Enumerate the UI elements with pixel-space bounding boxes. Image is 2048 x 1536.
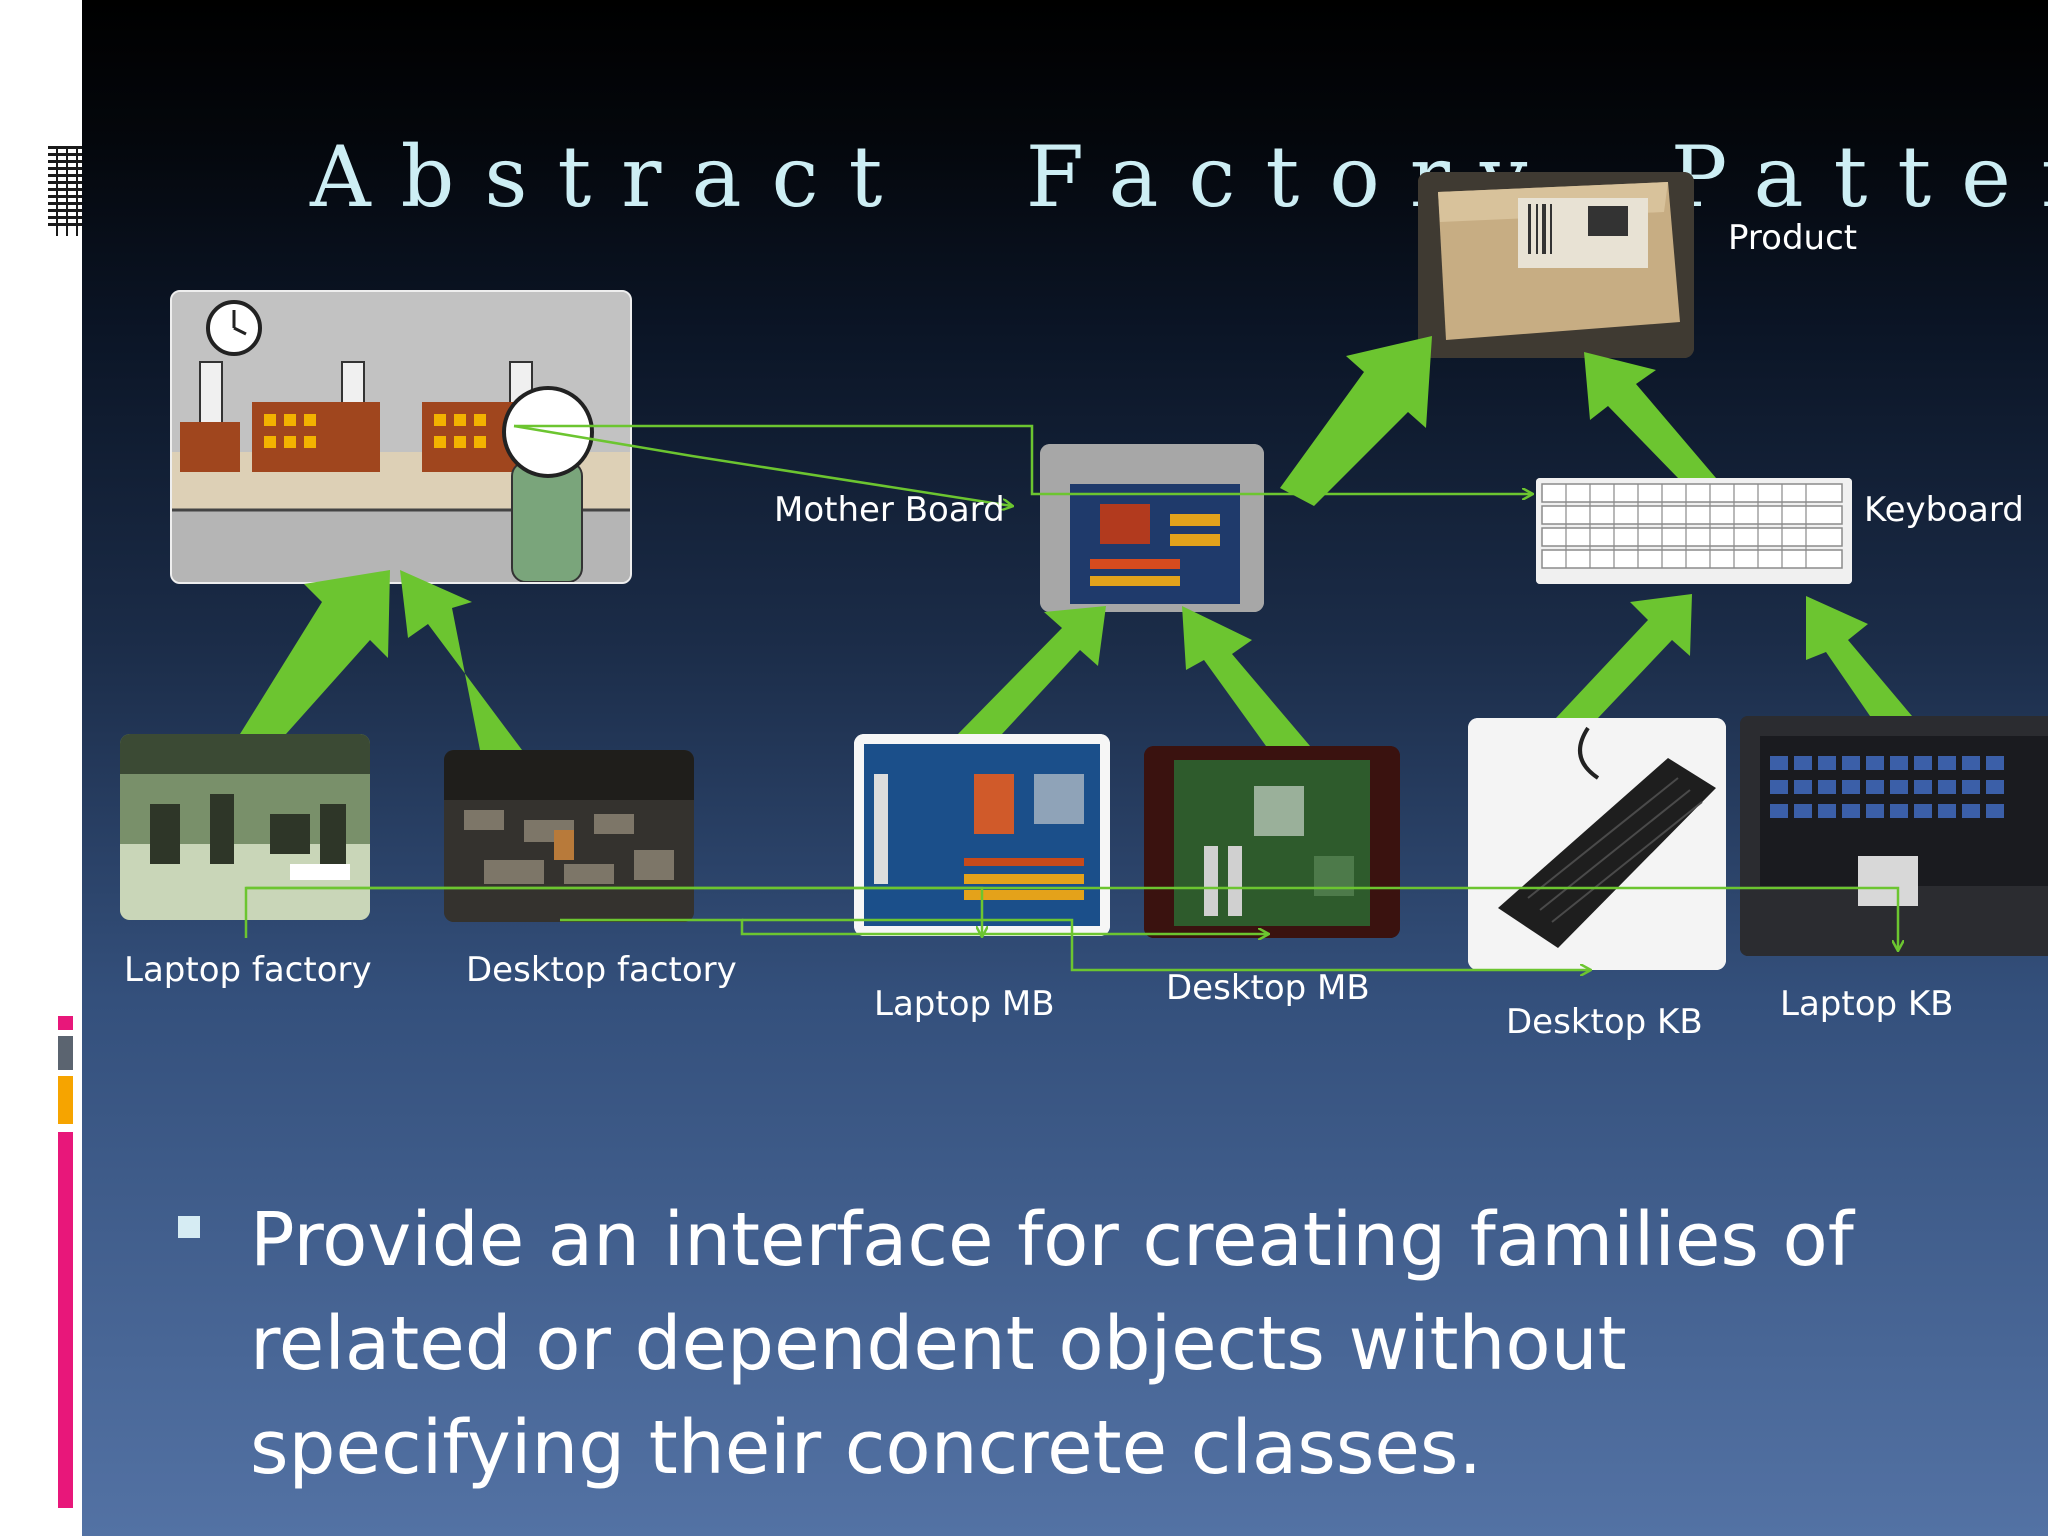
accent-bar-pink [58, 1132, 73, 1508]
laptop-kb-image [1740, 716, 2048, 956]
accent-bar-orange [58, 1076, 73, 1124]
block-arrow-laptop-kb-to-kb [1806, 596, 1912, 716]
label-laptop-factory: Laptop factory [124, 950, 372, 990]
desktop-mb-image [1144, 746, 1400, 938]
block-arrow-laptop-factory-to-factory [240, 570, 390, 734]
label-desktop-kb: Desktop KB [1506, 1002, 1703, 1042]
block-arrow-keyboard-to-product [1584, 352, 1716, 478]
diagram-arrows [240, 336, 1912, 1536]
factory-cartoon-image [170, 290, 632, 584]
label-laptop-mb: Laptop MB [874, 984, 1055, 1024]
desktop-factory-image [444, 750, 694, 922]
accent-bar-pink-small [58, 1016, 73, 1030]
line-laptop-factory-to-laptop-kb [246, 886, 1898, 950]
label-product: Product [1728, 218, 1858, 258]
block-arrow-laptop-mb-to-mb [958, 606, 1106, 734]
keyboard-image [1536, 478, 1852, 584]
bullet-square-icon [178, 1216, 200, 1238]
block-arrow-desktop-mb-to-mb [1182, 606, 1310, 746]
block-arrow-mb-to-product [1280, 336, 1432, 506]
line-factory-to-keyboard [514, 424, 1532, 494]
line-desktop-factory-to-desktop-kb [742, 918, 1590, 970]
desktop-kb-image [1468, 718, 1726, 970]
product-box-image [1418, 172, 1694, 358]
line-laptop-factory-to-laptop-mb [244, 886, 982, 938]
accent-bar-gray [58, 1036, 73, 1070]
label-laptop-kb: Laptop KB [1780, 984, 1954, 1024]
block-arrow-desktop-factory-to-factory [400, 570, 522, 750]
grille-decoration [48, 146, 82, 236]
label-mother-board: Mother Board [774, 490, 1005, 530]
label-keyboard: Keyboard [1864, 490, 2024, 530]
label-desktop-factory: Desktop factory [466, 950, 737, 990]
line-factory-to-motherboard [513, 424, 1012, 506]
line-desktop-factory-to-desktop-mb [560, 918, 1268, 934]
bullet-text: Provide an interface for creating famili… [250, 1197, 1854, 1491]
left-strip [0, 0, 82, 1536]
slide: Abstract Factory Pattern [82, 0, 2048, 1536]
block-arrow-desktop-kb-to-kb [1556, 594, 1692, 718]
label-desktop-mb: Desktop MB [1166, 968, 1370, 1008]
motherboard-image [1040, 444, 1264, 612]
